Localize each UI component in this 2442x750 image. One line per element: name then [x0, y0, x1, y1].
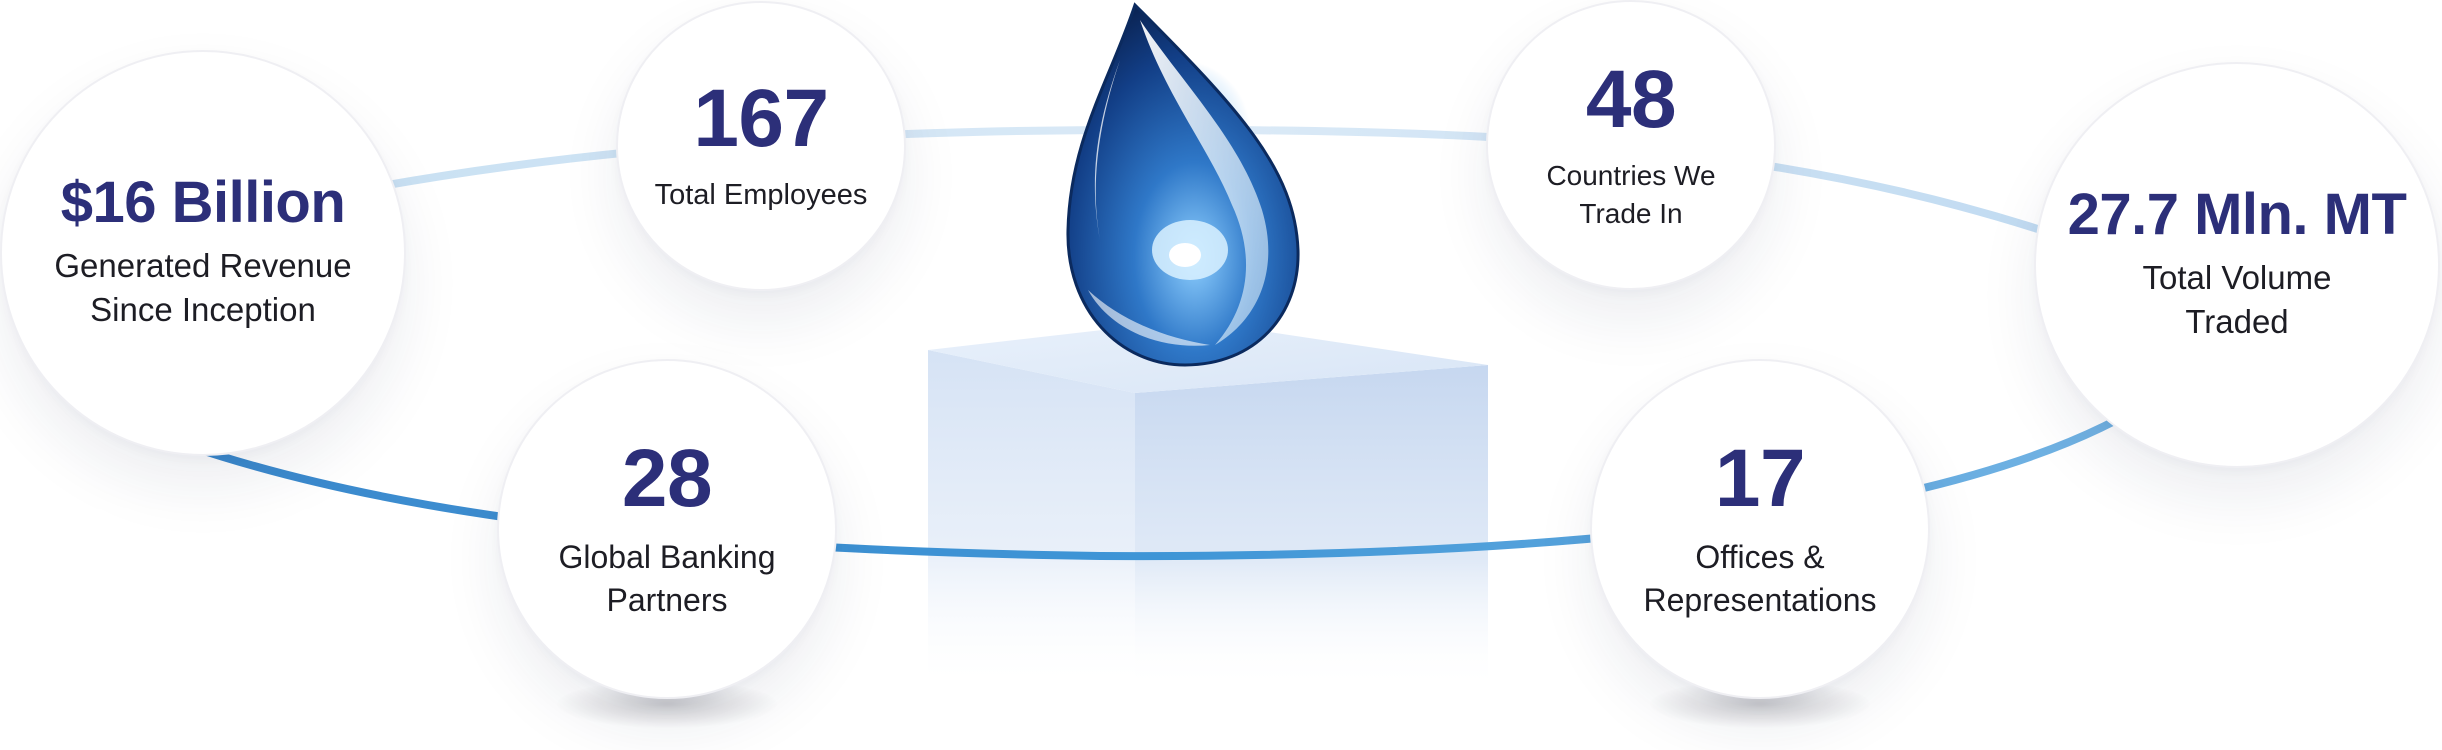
offices-label: Offices & Representations	[1643, 538, 1877, 619]
banking-stat: 28 Global Banking Partners	[497, 359, 837, 699]
countries-stat: 48 Countries We Trade In	[1486, 0, 1776, 290]
countries-label: Countries We Trade In	[1546, 160, 1716, 230]
employees-value: 167	[693, 73, 829, 165]
offices-stat: 17 Offices & Representations	[1590, 359, 1930, 699]
offices-value: 17	[1714, 432, 1806, 524]
oil-drop-icon	[1066, 2, 1300, 367]
volume-value: 27.7 Mln. MT	[2067, 182, 2407, 247]
banking-value: 28	[621, 432, 713, 524]
volume-label: Total Volume Traded	[2142, 258, 2332, 341]
employees-stat: 167 Total Employees	[616, 1, 906, 291]
employees-label: Total Employees	[654, 179, 868, 212]
orbit-front-path	[118, 376, 2183, 561]
revenue-value: $16 Billion	[60, 170, 346, 235]
volume-stat: 27.7 Mln. MT Total Volume Traded	[2034, 62, 2440, 468]
revenue-label: Generated Revenue Since Inception	[54, 246, 352, 329]
revenue-stat: $16 Billion Generated Revenue Since Ince…	[0, 50, 406, 456]
banking-label: Global Banking Partners	[558, 538, 776, 619]
glass-pedestal	[928, 320, 1488, 690]
countries-value: 48	[1585, 54, 1677, 146]
